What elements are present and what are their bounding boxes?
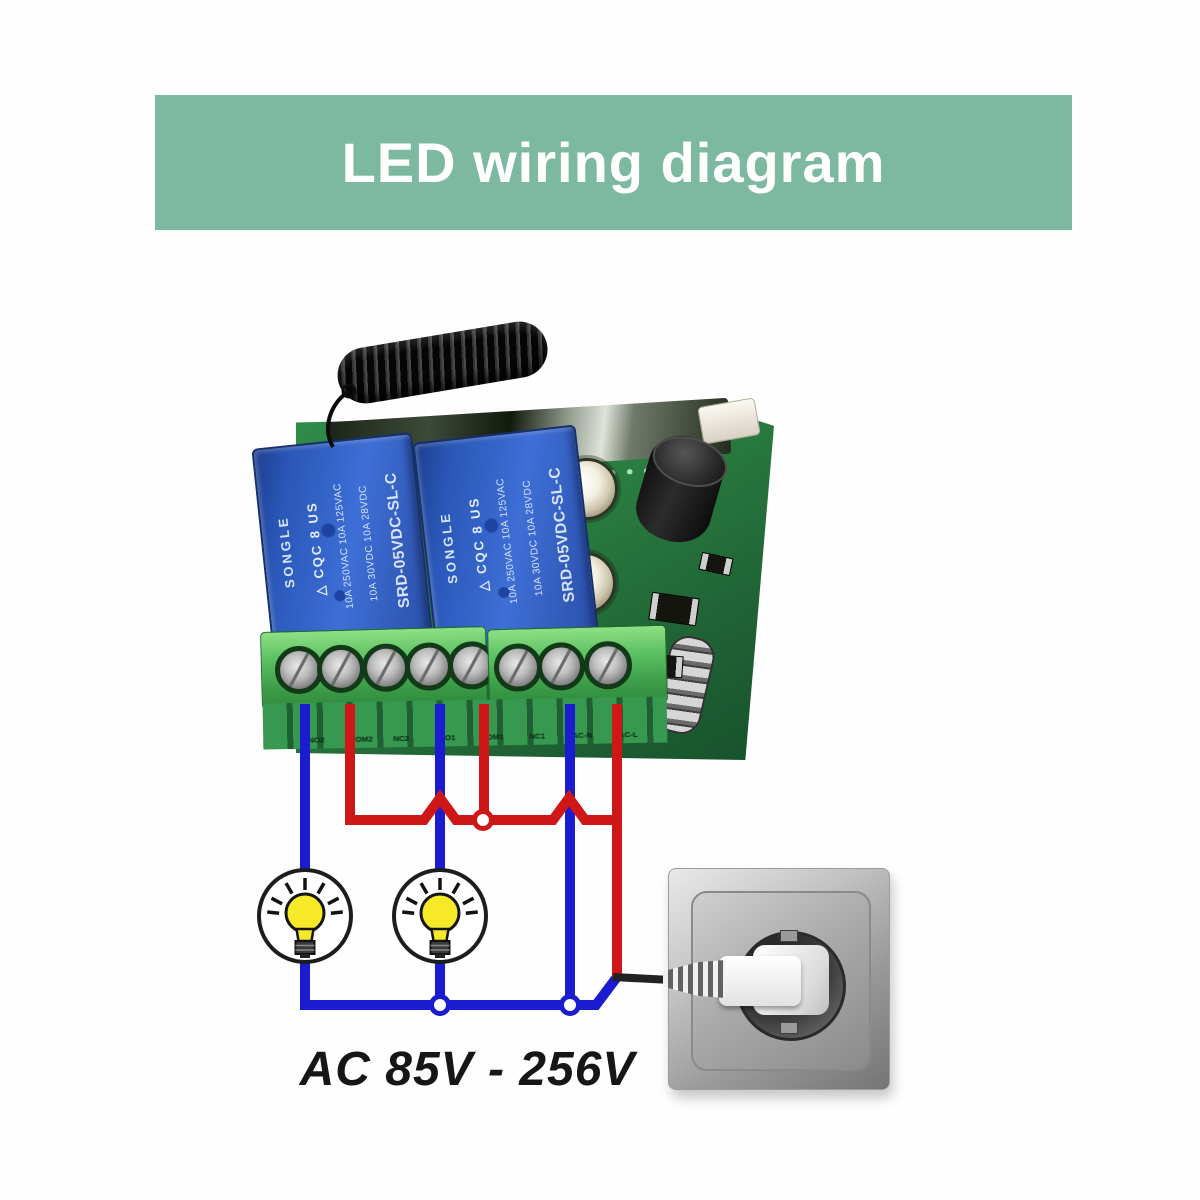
terminal-label: COM1 <box>480 732 504 742</box>
terminal-block-1 <box>260 626 497 710</box>
terminal-label: NC1 <box>529 732 546 741</box>
junction-dot-live <box>472 809 494 831</box>
junction-dot-neutral <box>429 994 451 1016</box>
relay-rating-ac: 10A 250VAC 10A 125VAC <box>331 482 356 609</box>
relay-rating-dc: 10A 30VDC 10A 28VDC <box>520 479 545 597</box>
terminal-label: AC-L <box>618 730 638 739</box>
relay-model: SRD-05VDC-SL-C <box>381 471 413 609</box>
terminal-label: NO1 <box>438 733 456 743</box>
relay-brand: SONGLE <box>274 514 298 589</box>
screw-terminal <box>583 640 633 690</box>
relay-rating-ac: 10A 250VAC 10A 125VAC <box>494 477 520 605</box>
relay-model: SRD-05VDC-SL-C <box>545 466 578 604</box>
screw-terminal <box>361 643 411 693</box>
socket-earth-tab <box>780 930 798 942</box>
banner-title: LED wiring diagram <box>341 131 886 194</box>
relay-1: SONGLE △ CQC 8 US 10A 250VAC 10A 125VAC … <box>251 432 434 659</box>
plug-grip <box>719 956 801 1006</box>
relay-1-label: SONGLE △ CQC 8 US 10A 250VAC 10A 125VAC … <box>261 442 423 649</box>
terminal-block-2 <box>487 624 668 708</box>
terminal-label: AC-N <box>572 731 593 740</box>
relay-cert-marks: △ CQC 8 US <box>465 496 492 593</box>
bulb-icon-1 <box>257 868 353 964</box>
relay-rating-dc: 10A 30VDC 10A 28VDC <box>357 484 381 602</box>
terminal-label: COM2 <box>349 735 373 744</box>
screw-terminal <box>316 644 366 694</box>
power-cable <box>612 973 672 984</box>
screw-terminal <box>536 641 586 692</box>
terminal-pin-row: NO2 COM2 NC2 NO1 COM1 NC1 AC-N AC-L <box>262 696 668 750</box>
terminal-label: NC2 <box>393 734 410 743</box>
relay-cert-marks: △ CQC 8 US <box>302 500 328 597</box>
screw-terminal <box>404 641 454 692</box>
relay-2-label: SONGLE △ CQC 8 US 10A 250VAC 10A 125VAC … <box>422 434 589 647</box>
plug-strain-relief <box>663 960 725 998</box>
terminal-label: NO2 <box>307 735 325 745</box>
banner: LED wiring diagram <box>155 95 1072 230</box>
bulb-icon-2 <box>392 868 488 964</box>
screw-terminal <box>493 642 543 693</box>
wall-socket <box>663 868 890 1090</box>
relay-brand: SONGLE <box>436 510 460 585</box>
voltage-caption: AC 85V - 256V <box>299 1043 636 1096</box>
junction-dot-neutral <box>559 994 581 1016</box>
relay-2: SONGLE △ CQC 8 US 10A 250VAC 10A 125VAC … <box>412 424 600 658</box>
socket-earth-tab <box>780 1022 798 1034</box>
antenna-coil <box>333 317 552 408</box>
